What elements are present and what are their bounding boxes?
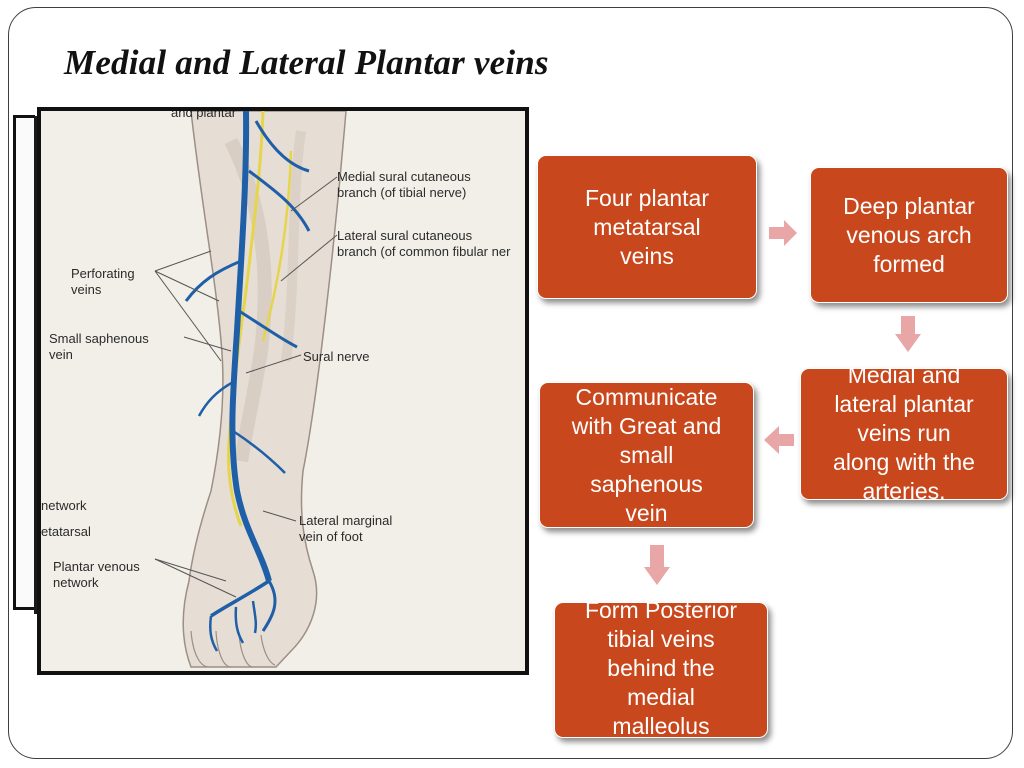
flow-box-venous-arch-text: Deep plantar venous arch formed: [843, 193, 975, 277]
slide-title: Medial and Lateral Plantar veins: [64, 43, 549, 82]
label-lateral-sural: Lateral sural cutaneous branch (of commo…: [337, 228, 511, 259]
label-medial-sural: Medial sural cutaneous branch (of tibial…: [337, 169, 471, 200]
label-plantar-network: Plantar venous network: [53, 559, 140, 590]
flow-box-communicate: Communicate with Great and small sapheno…: [539, 382, 754, 528]
flow-box-metatarsal-veins-text: Four plantar metatarsal veins: [584, 185, 709, 269]
leg-shape: [182, 111, 347, 668]
flow-box-plantar-veins-text: Medial and lateral plantar veins run alo…: [833, 368, 975, 500]
flow-box-posterior-tibial: Form Posterior tibial veins behind the m…: [554, 602, 768, 738]
flow-box-metatarsal-veins: Four plantar metatarsal veins: [537, 155, 757, 299]
label-perforating-veins: Perforating veins: [71, 266, 135, 297]
arrow-right-1: [769, 220, 797, 246]
label-sural-nerve: Sural nerve: [303, 349, 370, 364]
label-metatarsal: etatarsal: [41, 524, 91, 539]
figure-top-cut-label: and plantar: [171, 107, 237, 120]
flow-box-plantar-veins: Medial and lateral plantar veins run alo…: [800, 368, 1008, 500]
arrow-down-2: [644, 545, 670, 585]
anatomy-figure: and plantar Medial sural cutaneous branc…: [37, 107, 529, 675]
leg-illustration: [41, 111, 525, 671]
figure-back-page: [13, 115, 35, 610]
flow-box-venous-arch: Deep plantar venous arch formed: [810, 167, 1008, 303]
label-lateral-marginal: Lateral marginal vein of foot: [299, 513, 393, 544]
label-small-saphenous: Small saphenous vein: [49, 331, 149, 362]
small-saphenous-line: [229, 111, 272, 582]
flow-box-posterior-tibial-text: Form Posterior tibial veins behind the m…: [584, 602, 738, 738]
arrow-left-1: [764, 426, 794, 454]
arrow-down-1: [895, 316, 921, 352]
slide-frame: [8, 7, 1013, 759]
label-network: network: [41, 498, 87, 513]
flow-box-communicate-text: Communicate with Great and small sapheno…: [571, 383, 722, 526]
